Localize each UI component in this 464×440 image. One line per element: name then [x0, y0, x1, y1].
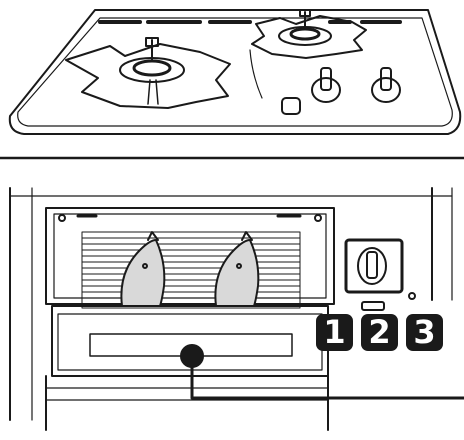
left-burner-center: [134, 61, 170, 75]
step-badge-2: 2: [361, 314, 398, 351]
knob-right: [372, 68, 400, 102]
step-badge-1: 1: [316, 314, 353, 351]
step-badge-3: 3: [406, 314, 443, 351]
fish-left: [121, 232, 164, 306]
screw-icon: [59, 215, 65, 221]
cooktop-inner-edge: [18, 18, 453, 126]
cooktop-outline: [10, 10, 460, 134]
ignition-indicator: [362, 302, 384, 310]
grill-rack: [82, 232, 300, 308]
right-burner: [252, 10, 366, 58]
grill-knob: [358, 248, 386, 284]
right-burner-center: [291, 29, 319, 39]
right-grate: [252, 16, 366, 58]
cooktop-divider: [250, 50, 262, 98]
front-view: [10, 188, 464, 430]
cooktop-top-view: [10, 10, 460, 134]
ignition-button: [282, 98, 300, 114]
fish-right: [215, 232, 258, 306]
left-burner: [66, 38, 230, 108]
knob-left: [312, 68, 340, 102]
